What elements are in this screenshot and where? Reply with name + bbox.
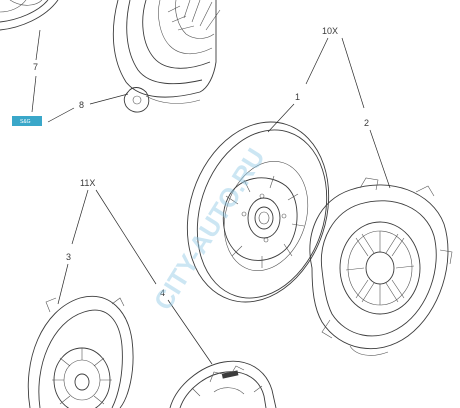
leader-lines <box>31 29 391 365</box>
callout-3: 3 <box>66 252 71 262</box>
top-pressure-plate-partial <box>112 0 221 113</box>
leader-line-11x-1 <box>71 189 89 245</box>
leader-line-10x-1 <box>305 37 329 85</box>
leader-line-1 <box>267 103 295 133</box>
callout-7: 7 <box>33 62 38 72</box>
pressure-plate-part-3 <box>27 296 134 408</box>
leader-line-3 <box>57 263 69 305</box>
callout-4: 4 <box>160 288 165 298</box>
clutch-disc-part-4 <box>169 360 277 408</box>
leader-line-10x-2 <box>341 37 365 109</box>
leader-line-7 <box>31 75 37 113</box>
part-tag-label: S&G <box>12 116 42 126</box>
leader-line-8-right <box>89 93 129 105</box>
leader-line-7-upper <box>35 29 41 61</box>
clutch-disc-part-1 <box>186 121 330 303</box>
callout-8: 8 <box>79 100 84 110</box>
callout-11x: 11X <box>80 178 95 188</box>
watermark-text: CITY-AUTO.RU <box>148 143 271 315</box>
pressure-plate-part-2 <box>309 177 453 356</box>
part-tag-text: S&G <box>20 119 31 125</box>
part-tag-box <box>12 116 42 126</box>
leader-line-11x-2 <box>95 189 157 285</box>
callout-2: 2 <box>364 118 369 128</box>
callout-10x: 10X <box>322 26 338 36</box>
top-left-disc-partial <box>0 0 59 31</box>
leader-line-8 <box>47 107 75 123</box>
leader-line-4 <box>167 299 213 365</box>
leader-line-2 <box>369 129 391 189</box>
callout-1: 1 <box>295 92 300 102</box>
